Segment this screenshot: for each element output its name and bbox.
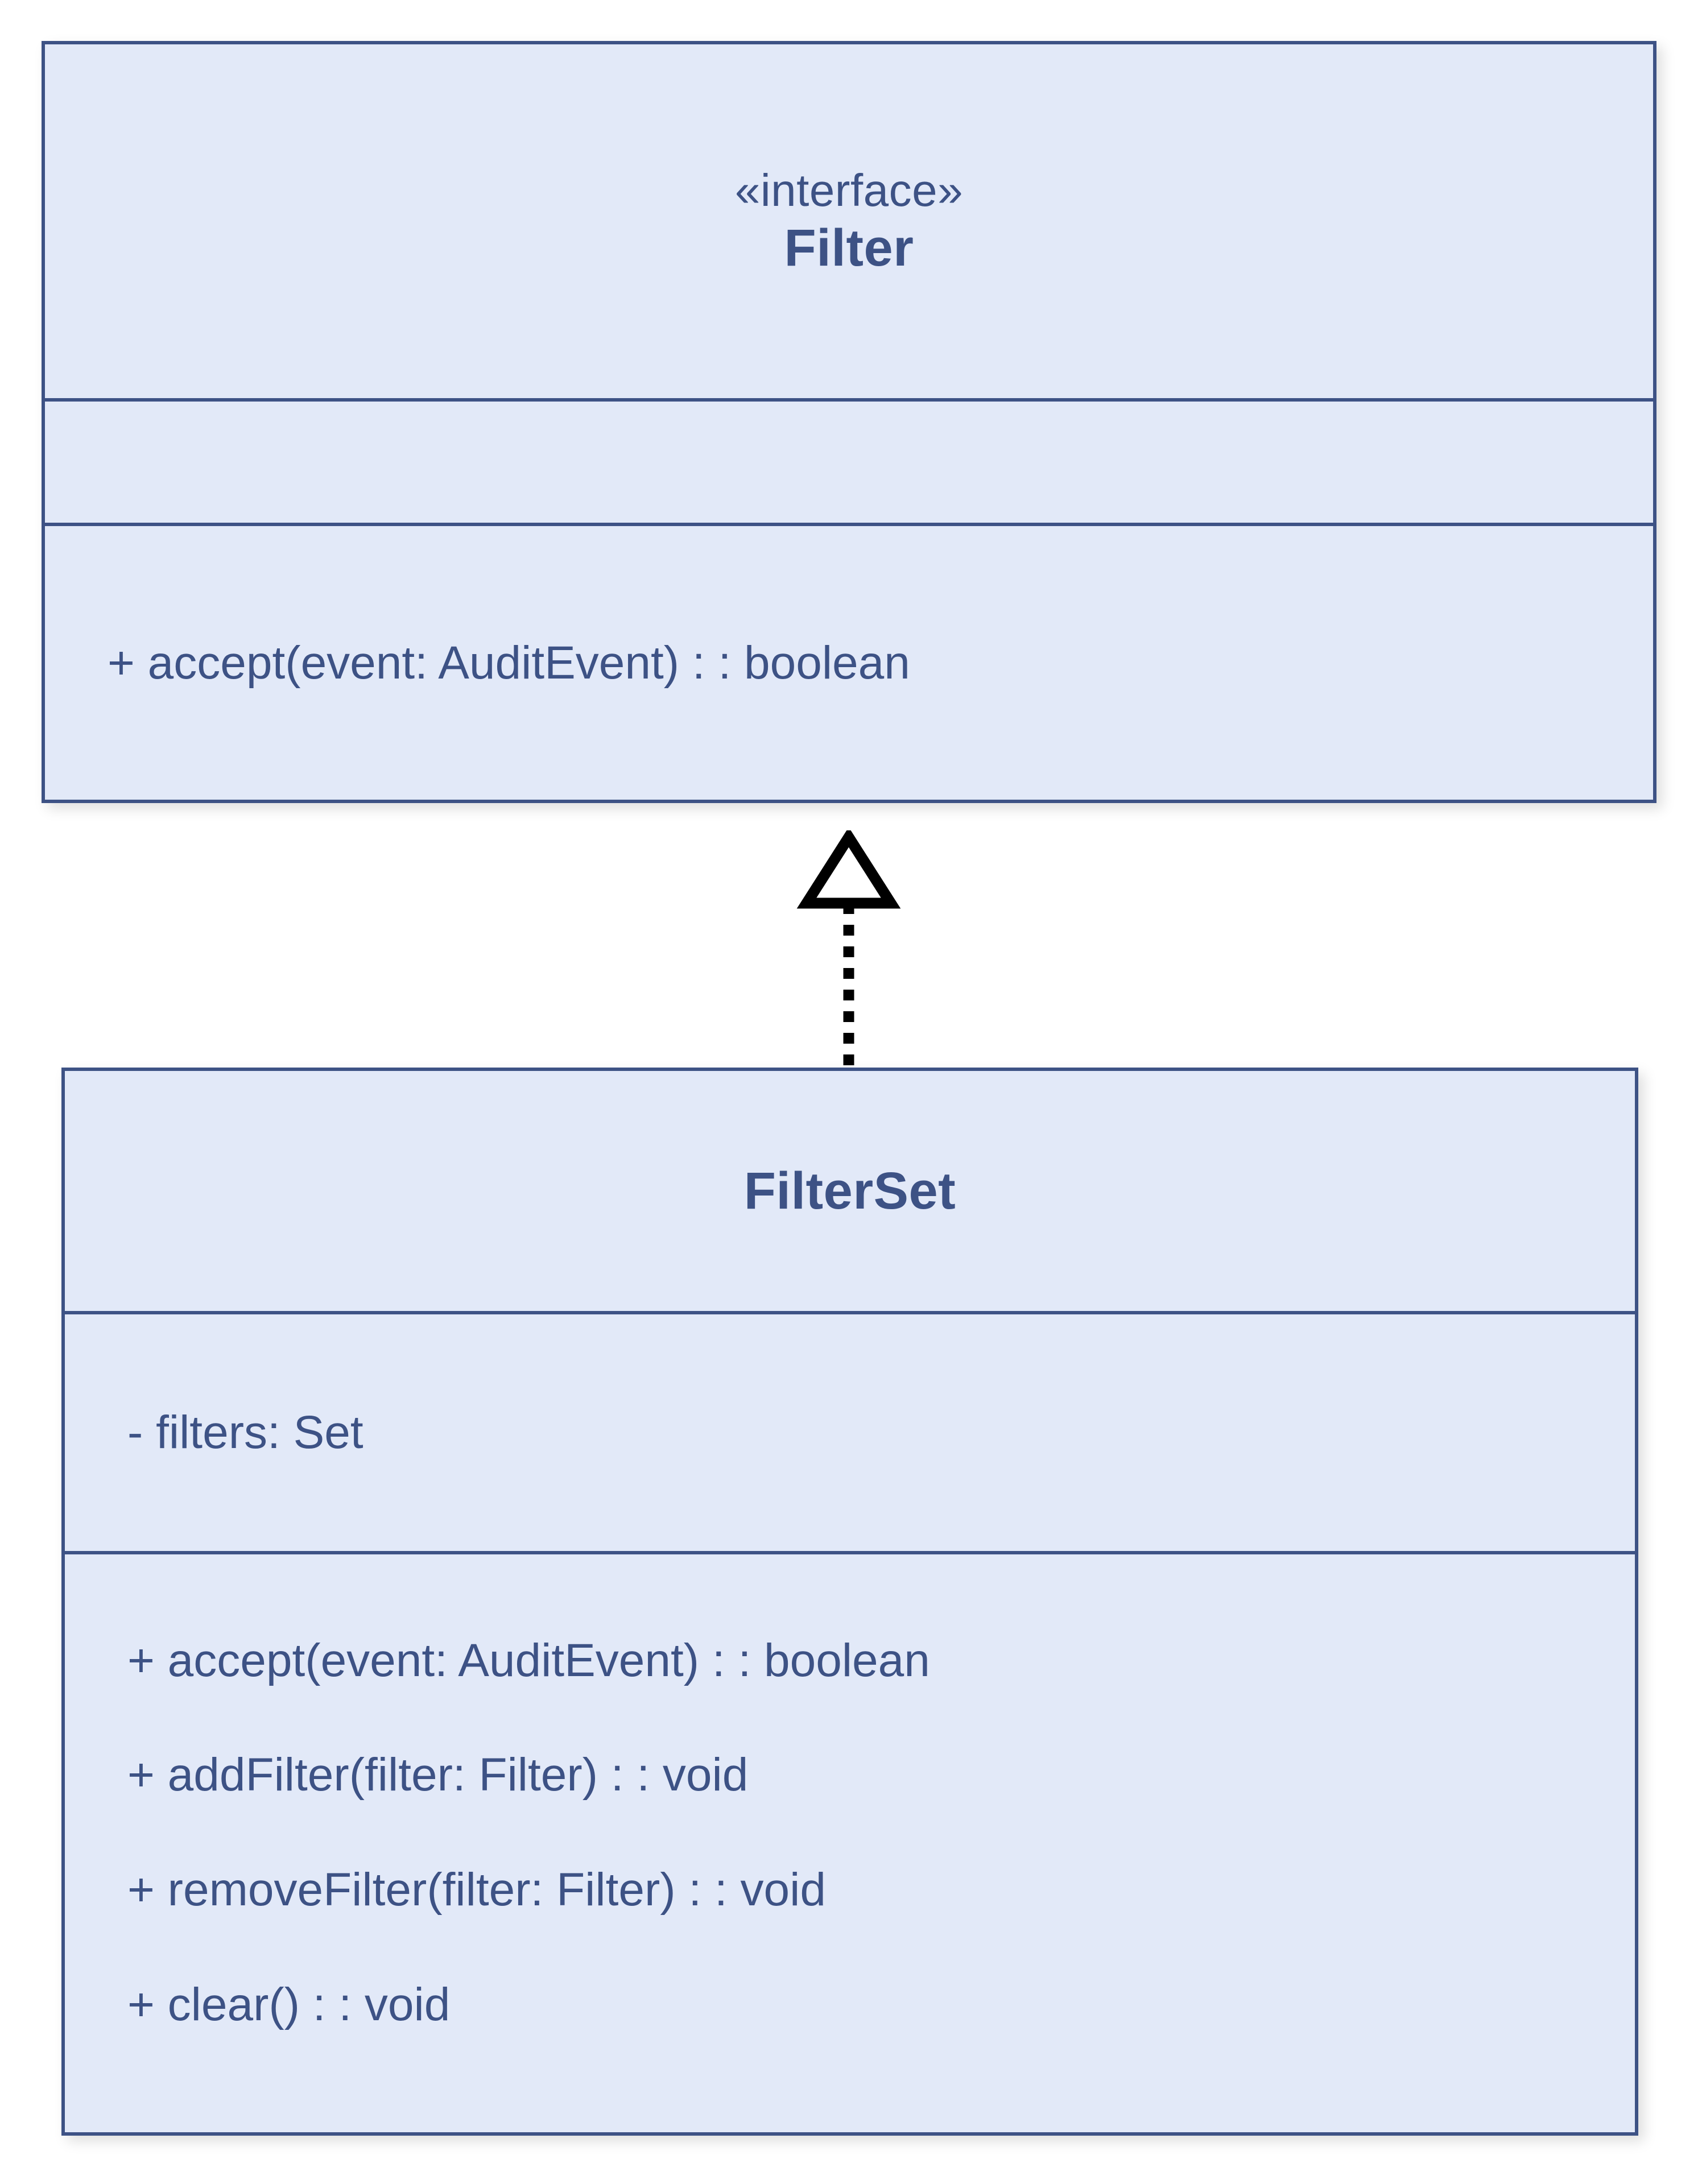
class-title: FilterSet — [743, 1161, 956, 1220]
uml-class-filter[interactable]: «interface» Filter + accept(event: Audit… — [42, 41, 1656, 803]
method-line: + accept(event: AuditEvent) : : boolean — [127, 1634, 930, 1686]
methods-compartment-filterset: + accept(event: AuditEvent) : : boolean … — [65, 1551, 1635, 2132]
realization-connector-filterset-to-filter — [796, 830, 901, 1072]
uml-class-filterset[interactable]: FilterSet - filters: Set + accept(event:… — [61, 1068, 1638, 2136]
attribute-line: - filters: Set — [127, 1407, 363, 1459]
method-line: + addFilter(filter: Filter) : : void — [127, 1749, 749, 1801]
attributes-compartment-filterset: - filters: Set — [65, 1311, 1635, 1551]
method-line: + removeFilter(filter: Filter) : : void — [127, 1864, 826, 1916]
method-line: + accept(event: AuditEvent) : : boolean — [108, 636, 910, 689]
class-title: Filter — [784, 218, 914, 277]
attributes-compartment-filter — [45, 398, 1653, 523]
class-header-filter: «interface» Filter — [45, 44, 1653, 398]
methods-compartment-filter: + accept(event: AuditEvent) : : boolean — [45, 523, 1653, 800]
method-line: + clear() : : void — [127, 1978, 451, 2030]
class-stereotype: «interface» — [734, 164, 964, 216]
hollow-triangle-arrowhead-icon — [796, 830, 901, 909]
class-header-filterset: FilterSet — [65, 1071, 1635, 1311]
